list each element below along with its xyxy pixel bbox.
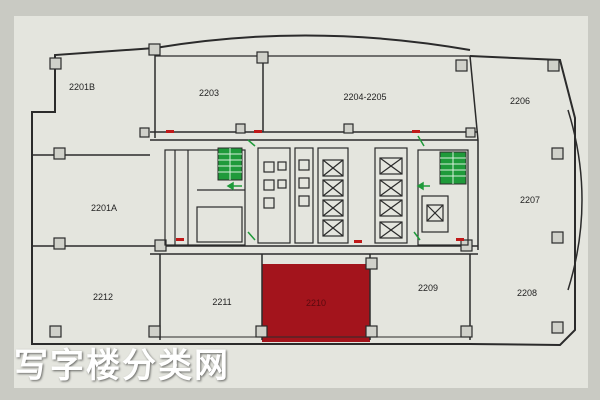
outer-walls bbox=[31, 34, 583, 347]
service-core bbox=[164, 147, 469, 246]
room-label-2208: 2208 bbox=[517, 288, 537, 298]
stair-right-icon bbox=[439, 151, 467, 185]
room-label-2211: 2211 bbox=[212, 297, 231, 307]
room-label-2209: 2209 bbox=[418, 283, 438, 293]
room-label-2210: 2210 bbox=[306, 298, 326, 308]
room-label-2207: 2207 bbox=[520, 195, 540, 205]
watermark: 写字楼分类网 bbox=[14, 346, 230, 386]
room-label-2206: 2206 bbox=[510, 96, 530, 106]
room-label-2203: 2203 bbox=[199, 88, 219, 98]
stair-left-icon bbox=[217, 147, 243, 181]
room-2210-highlight[interactable] bbox=[262, 264, 370, 342]
room-label-2201a: 2201A bbox=[91, 203, 117, 213]
evacuation-arrow-icon bbox=[226, 135, 430, 241]
room-label-2201b: 2201B bbox=[69, 82, 95, 92]
room-label-2204-2205: 2204-2205 bbox=[343, 92, 386, 102]
room-label-2212: 2212 bbox=[93, 292, 113, 302]
exit-sign-icon bbox=[166, 130, 464, 243]
